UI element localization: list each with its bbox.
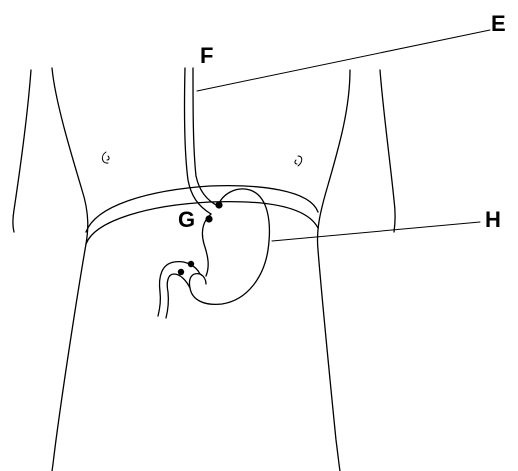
right-nipple (295, 156, 302, 166)
right-torso-side (317, 70, 350, 471)
label-H: H (485, 207, 501, 232)
left-arm-outer (13, 70, 31, 232)
marker-dot-G (205, 215, 212, 222)
marker-dot-duodenum (178, 269, 184, 275)
right-arm-outer (380, 70, 395, 232)
label-E: E (491, 11, 506, 36)
duodenum-tube (166, 274, 190, 318)
label-G: G (178, 207, 195, 232)
stomach (158, 189, 269, 318)
torso-outline (13, 68, 395, 471)
esophagus-left-wall (184, 68, 211, 214)
left-nipple (102, 152, 109, 163)
label-F: F (200, 43, 213, 68)
leader-line-E (197, 30, 490, 91)
leader-line-H (272, 222, 480, 241)
left-torso-side (52, 68, 88, 471)
marker-dot-F (215, 201, 222, 208)
marker-dot-pylorus (188, 261, 194, 267)
